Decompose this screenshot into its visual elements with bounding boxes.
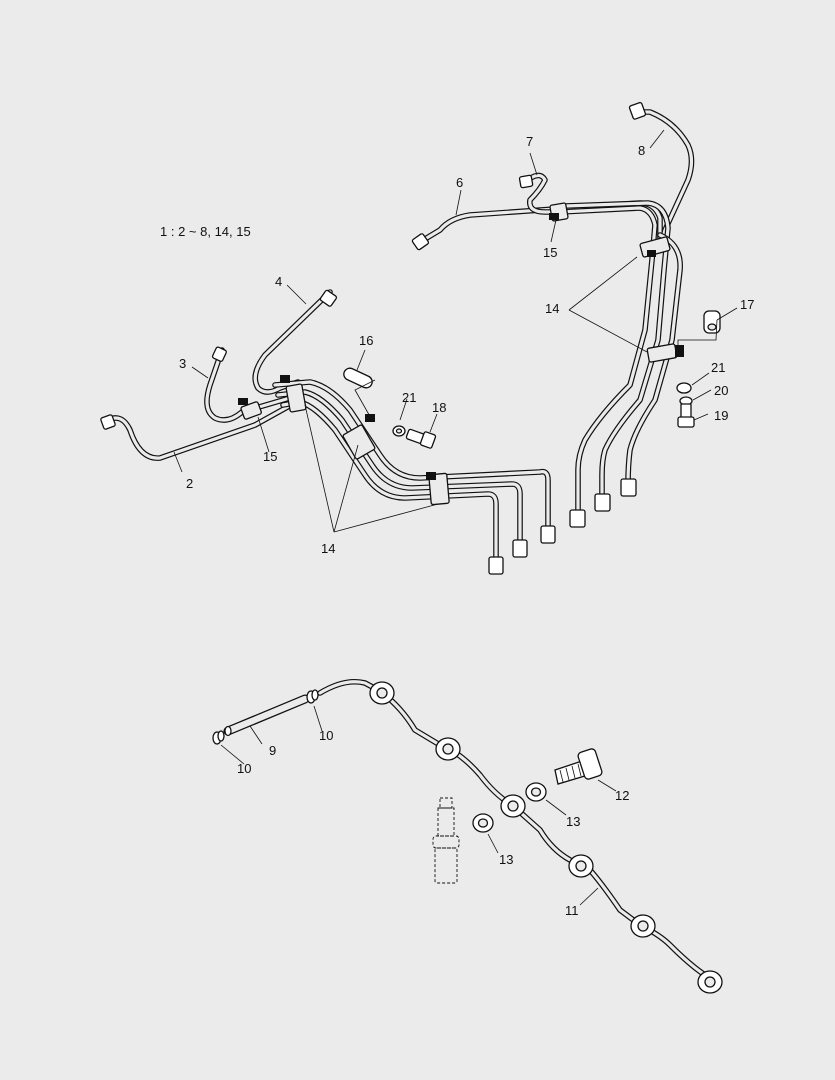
callout-13-right: 13 — [566, 814, 580, 829]
washer-13-a — [525, 782, 547, 802]
clamp-upper-right — [639, 236, 671, 258]
callout-21-left: 21 — [402, 390, 416, 405]
injector-outline — [432, 797, 460, 884]
callout-4: 4 — [275, 274, 282, 289]
clip-10-a — [212, 730, 225, 745]
clamp-right-left — [426, 472, 450, 506]
callout-10-left: 10 — [237, 761, 251, 776]
callout-14-right: 14 — [545, 301, 559, 316]
callout-17: 17 — [740, 297, 754, 312]
callout-14-left: 14 — [321, 541, 335, 556]
banjo-bolt-12 — [554, 748, 603, 785]
callout-2: 2 — [186, 476, 193, 491]
bolt-19 — [677, 403, 695, 428]
spacer-17 — [703, 310, 721, 334]
left-pipe-group — [100, 289, 556, 575]
spacer-16 — [343, 367, 373, 389]
callout-6: 6 — [456, 175, 463, 190]
callout-18: 18 — [432, 400, 446, 415]
callout-3: 3 — [179, 356, 186, 371]
washer-13-b — [472, 813, 494, 833]
callout-7: 7 — [526, 134, 533, 149]
callout-15-right: 15 — [543, 245, 557, 260]
clamp-middle-left — [342, 414, 376, 460]
clamp-15-right — [549, 202, 569, 222]
callout-21-right: 21 — [711, 360, 725, 375]
clamp-15-left — [238, 398, 262, 420]
pipe-9 — [223, 694, 310, 737]
callout-8: 8 — [638, 143, 645, 158]
right-pipe-group — [411, 101, 721, 528]
clamp-upper-left — [280, 375, 307, 413]
callout-13-left: 13 — [499, 852, 513, 867]
callout-15-left: 15 — [263, 449, 277, 464]
callout-11: 11 — [565, 903, 579, 918]
callout-12: 12 — [615, 788, 629, 803]
callout-20: 20 — [714, 383, 728, 398]
callout-19: 19 — [714, 408, 728, 423]
clamp-lower-right — [646, 343, 684, 363]
callout-16: 16 — [359, 333, 373, 348]
bolt-18 — [405, 428, 437, 449]
leader-lines — [173, 129, 738, 906]
clip-10-b — [306, 689, 319, 704]
callout-labels: 2 3 4 15 16 21 18 14 6 7 8 15 14 17 21 2… — [179, 134, 754, 918]
lower-return-line-group — [212, 678, 723, 994]
callout-9: 9 — [269, 743, 276, 758]
banjo-eyes — [369, 681, 723, 994]
callout-10-right: 10 — [319, 728, 333, 743]
applicability-note: 1 : 2 ~ 8, 14, 15 — [160, 224, 251, 239]
